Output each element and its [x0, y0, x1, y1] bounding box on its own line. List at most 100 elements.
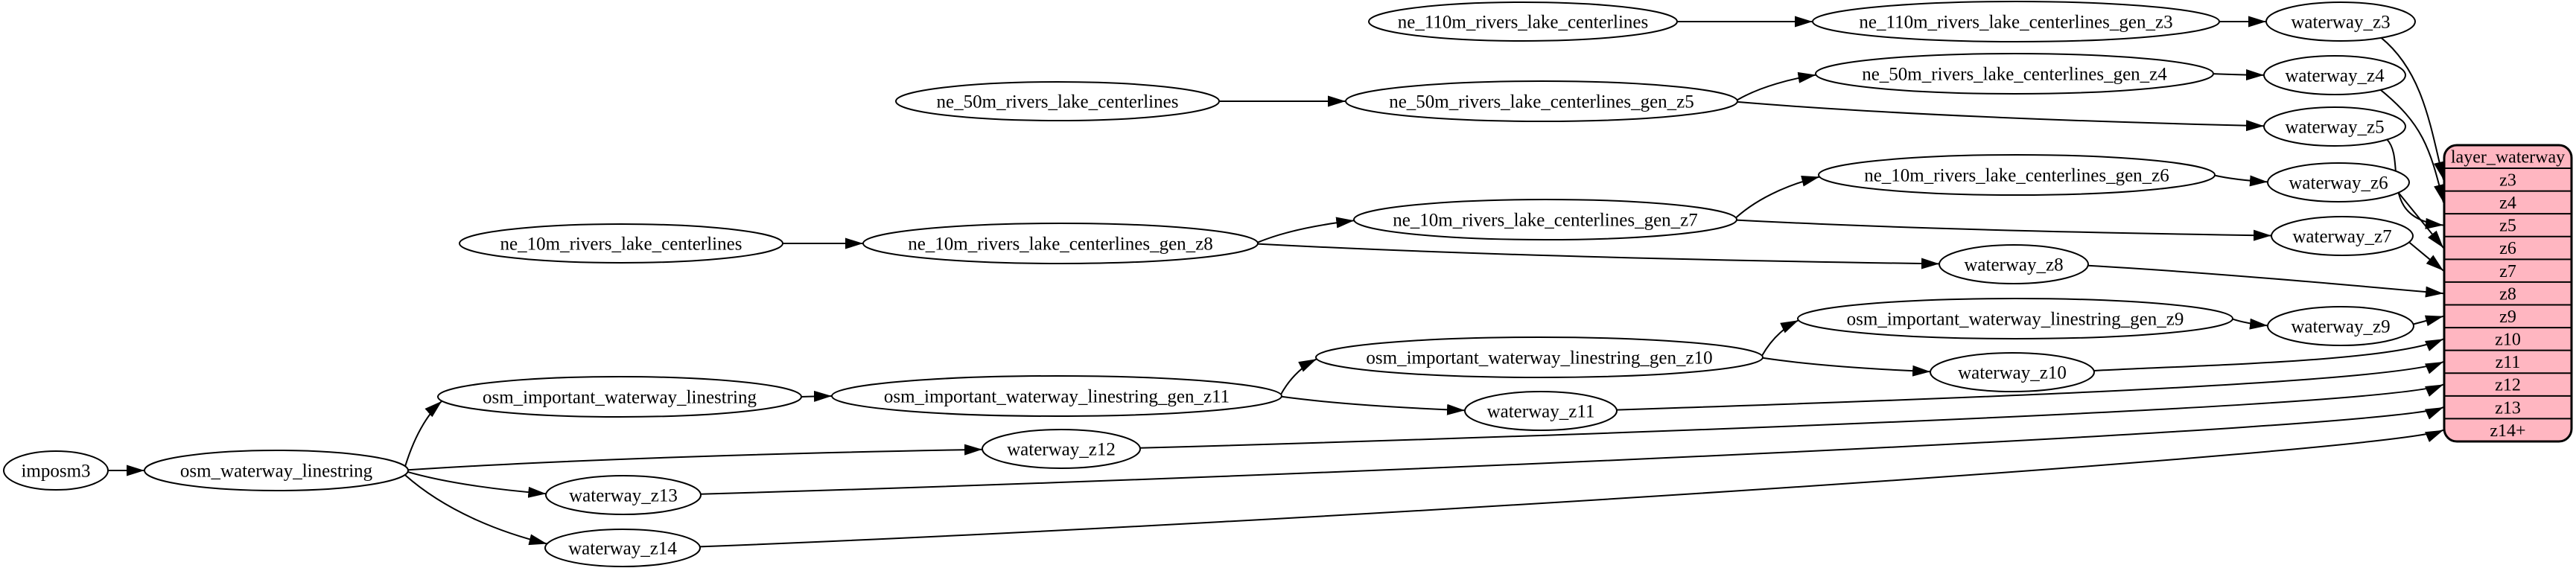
node-waterway_z14: waterway_z14: [544, 529, 701, 567]
osm_important_waterway_linestring_gen_z10-label: osm_important_waterway_linestring_gen_z1…: [1366, 348, 1712, 368]
edge-waterway_z11-to-layer_waterway-z11: [1616, 361, 2444, 411]
node-osm_waterway_linestring: osm_waterway_linestring: [144, 450, 409, 491]
ne_110m_rivers_lake_centerlines_gen_z3-ellipse: [1812, 1, 2220, 42]
edge-osm_waterway_linestring-to-waterway_z12: [407, 444, 983, 471]
node-waterway_z8: waterway_z8: [1939, 244, 2089, 284]
ne_50m_rivers_lake_centerlines-label: ne_50m_rivers_lake_centerlines: [937, 92, 1179, 112]
record-title: layer_waterway: [2451, 148, 2565, 167]
ne_10m_rivers_lake_centerlines_gen_z8-label: ne_10m_rivers_lake_centerlines_gen_z8: [908, 234, 1213, 255]
waterway_z10-ellipse: [1930, 352, 2095, 392]
waterway_z8-ellipse: [1939, 244, 2089, 284]
edge-ne_10m_rivers_lake_centerlines_gen_z8-to-ne_10m_rivers_lake_centerlines_gen_z7: [1257, 217, 1355, 243]
record-row-z6: z6: [2499, 239, 2516, 258]
edge-waterway_z13-to-layer_waterway-z13: [700, 406, 2444, 495]
record-layer: layer_waterwayz3z4z5z6z7z8z9z10z11z12z13…: [2443, 144, 2573, 443]
node-ne_50m_rivers_lake_centerlines: ne_50m_rivers_lake_centerlines: [895, 81, 1220, 121]
edge-osm_important_waterway_linestring_gen_z9-to-waterway_z9: [2232, 318, 2268, 330]
node-osm_important_waterway_linestring_gen_z10: osm_important_waterway_linestring_gen_z1…: [1315, 336, 1764, 378]
edge-waterway_z10-to-layer_waterway-z10: [2093, 338, 2444, 371]
edge-ne_50m_rivers_lake_centerlines_gen_z5-to-ne_50m_rivers_lake_centerlines_gen_z4: [1737, 71, 1816, 101]
node-ne_50m_rivers_lake_centerlines_gen_z4: ne_50m_rivers_lake_centerlines_gen_z4: [1815, 53, 2214, 95]
edge-osm_important_waterway_linestring_gen_z10-to-waterway_z10: [1762, 357, 1931, 377]
waterway_z4-label: waterway_z4: [2285, 66, 2385, 86]
edge-osm_important_waterway_linestring-to-osm_important_waterway_linestring_gen_z11: [801, 390, 833, 402]
osm_waterway_linestring-ellipse: [144, 450, 409, 491]
waterway_z4-ellipse: [2263, 55, 2406, 95]
ne_10m_rivers_lake_centerlines-ellipse: [459, 223, 783, 264]
ne_10m_rivers_lake_centerlines-label: ne_10m_rivers_lake_centerlines: [500, 234, 742, 255]
waterway_z5-ellipse: [2263, 106, 2406, 147]
waterway_z3-ellipse: [2265, 1, 2416, 42]
waterway_z7-ellipse: [2271, 216, 2414, 256]
waterway_z6-label: waterway_z6: [2289, 173, 2388, 194]
imposm3-label: imposm3: [21, 462, 90, 482]
edge-waterway_z4-to-layer_waterway-z4: [2380, 89, 2445, 203]
ne_10m_rivers_lake_centerlines_gen_z7-ellipse: [1353, 199, 1737, 240]
node-osm_important_waterway_linestring: osm_important_waterway_linestring: [437, 376, 802, 418]
edge-ne_10m_rivers_lake_centerlines_gen_z8-to-waterway_z8: [1257, 243, 1940, 269]
edge-osm_important_waterway_linestring_gen_z10-to-osm_important_waterway_linestring_gen_z9: [1761, 319, 1799, 357]
edge-osm_waterway_linestring-to-osm_important_waterway_linestring: [404, 400, 443, 467]
ne_50m_rivers_lake_centerlines_gen_z4-ellipse: [1815, 53, 2214, 95]
node-waterway_z6: waterway_z6: [2267, 162, 2410, 202]
record-layer_waterway: layer_waterwayz3z4z5z6z7z8z9z10z11z12z13…: [2443, 144, 2573, 443]
edge-osm_important_waterway_linestring_gen_z11-to-waterway_z11: [1281, 395, 1466, 415]
node-waterway_z4: waterway_z4: [2263, 55, 2406, 95]
ne_50m_rivers_lake_centerlines_gen_z4-label: ne_50m_rivers_lake_centerlines_gen_z4: [1862, 65, 2167, 85]
node-ne_10m_rivers_lake_centerlines: ne_10m_rivers_lake_centerlines: [459, 223, 783, 264]
record-row-z11: z11: [2496, 353, 2521, 372]
waterway_z9-ellipse: [2267, 306, 2414, 346]
waterway_z14-ellipse: [544, 529, 701, 567]
record-row-z10: z10: [2495, 331, 2521, 350]
edge-waterway_z7-to-layer_waterway-z7: [2408, 241, 2444, 272]
ne_50m_rivers_lake_centerlines_gen_z5-ellipse: [1345, 80, 1738, 122]
osm_important_waterway_linestring-label: osm_important_waterway_linestring: [483, 388, 757, 408]
node-waterway_z11: waterway_z11: [1464, 391, 1618, 431]
edge-waterway_z8-to-layer_waterway-z8: [2087, 264, 2444, 298]
node-waterway_z7: waterway_z7: [2271, 216, 2414, 256]
osm_waterway_linestring-label: osm_waterway_linestring: [180, 462, 373, 482]
ne_50m_rivers_lake_centerlines-ellipse: [895, 81, 1220, 121]
edge-ne_10m_rivers_lake_centerlines_gen_z7-to-ne_10m_rivers_lake_centerlines_gen_z6: [1735, 175, 1820, 219]
node-osm_important_waterway_linestring_gen_z11: osm_important_waterway_linestring_gen_z1…: [831, 375, 1282, 417]
node-imposm3: imposm3: [3, 450, 109, 491]
edge-waterway_z6-to-layer_waterway-z6: [2397, 192, 2444, 249]
record-row-z13: z13: [2495, 398, 2521, 418]
record-row-z5: z5: [2499, 217, 2516, 236]
ne_10m_rivers_lake_centerlines_gen_z6-ellipse: [1818, 154, 2216, 196]
waterway_z13-label: waterway_z13: [569, 486, 678, 506]
node-ne_110m_rivers_lake_centerlines_gen_z3: ne_110m_rivers_lake_centerlines_gen_z3: [1812, 1, 2220, 42]
node-ne_10m_rivers_lake_centerlines_gen_z8: ne_10m_rivers_lake_centerlines_gen_z8: [862, 223, 1259, 264]
record-row-z4: z4: [2499, 194, 2516, 213]
edge-osm_important_waterway_linestring_gen_z11-to-osm_important_waterway_linestring_gen_z10: [1280, 358, 1317, 395]
node-waterway_z13: waterway_z13: [545, 475, 702, 515]
osm_important_waterway_linestring-ellipse: [437, 376, 802, 418]
record-row-z3: z3: [2499, 170, 2516, 190]
waterway_z7-label: waterway_z7: [2292, 227, 2391, 247]
waterway_z8-label: waterway_z8: [1964, 255, 2063, 275]
node-ne_50m_rivers_lake_centerlines_gen_z5: ne_50m_rivers_lake_centerlines_gen_z5: [1345, 80, 1738, 122]
edges-layer: [107, 16, 2445, 548]
osm_important_waterway_linestring_gen_z11-label: osm_important_waterway_linestring_gen_z1…: [884, 387, 1230, 407]
osm_important_waterway_linestring_gen_z10-ellipse: [1315, 336, 1764, 378]
edge-waterway_z3-to-layer_waterway-z3: [2380, 37, 2445, 180]
waterway_z13-ellipse: [545, 475, 702, 515]
nodes-layer: imposm3 osm_waterway_linestring osm_import…: [3, 1, 2416, 567]
ne_10m_rivers_lake_centerlines_gen_z8-ellipse: [862, 223, 1259, 264]
ne_50m_rivers_lake_centerlines_gen_z5-label: ne_50m_rivers_lake_centerlines_gen_z5: [1389, 92, 1694, 112]
edge-waterway_z9-to-layer_waterway-z9: [2413, 315, 2444, 327]
node-waterway_z12: waterway_z12: [982, 429, 1141, 469]
edge-ne_50m_rivers_lake_centerlines_gen_z5-to-waterway_z5: [1737, 100, 2265, 132]
waterway_z3-label: waterway_z3: [2291, 13, 2390, 33]
edge-osm_waterway_linestring-to-waterway_z14: [404, 474, 547, 546]
ne_10m_rivers_lake_centerlines_gen_z7-label: ne_10m_rivers_lake_centerlines_gen_z7: [1393, 211, 1698, 231]
edge-ne_50m_rivers_lake_centerlines_gen_z4-to-waterway_z4: [2213, 69, 2265, 81]
waterway_z9-label: waterway_z9: [2291, 317, 2390, 337]
ne_110m_rivers_lake_centerlines-label: ne_110m_rivers_lake_centerlines: [1398, 13, 1648, 33]
edge-ne_10m_rivers_lake_centerlines_gen_z6-to-waterway_z6: [2214, 174, 2268, 187]
ne_110m_rivers_lake_centerlines-ellipse: [1368, 1, 1678, 42]
node-ne_10m_rivers_lake_centerlines_gen_z7: ne_10m_rivers_lake_centerlines_gen_z7: [1353, 199, 1737, 240]
node-ne_10m_rivers_lake_centerlines_gen_z6: ne_10m_rivers_lake_centerlines_gen_z6: [1818, 154, 2216, 196]
